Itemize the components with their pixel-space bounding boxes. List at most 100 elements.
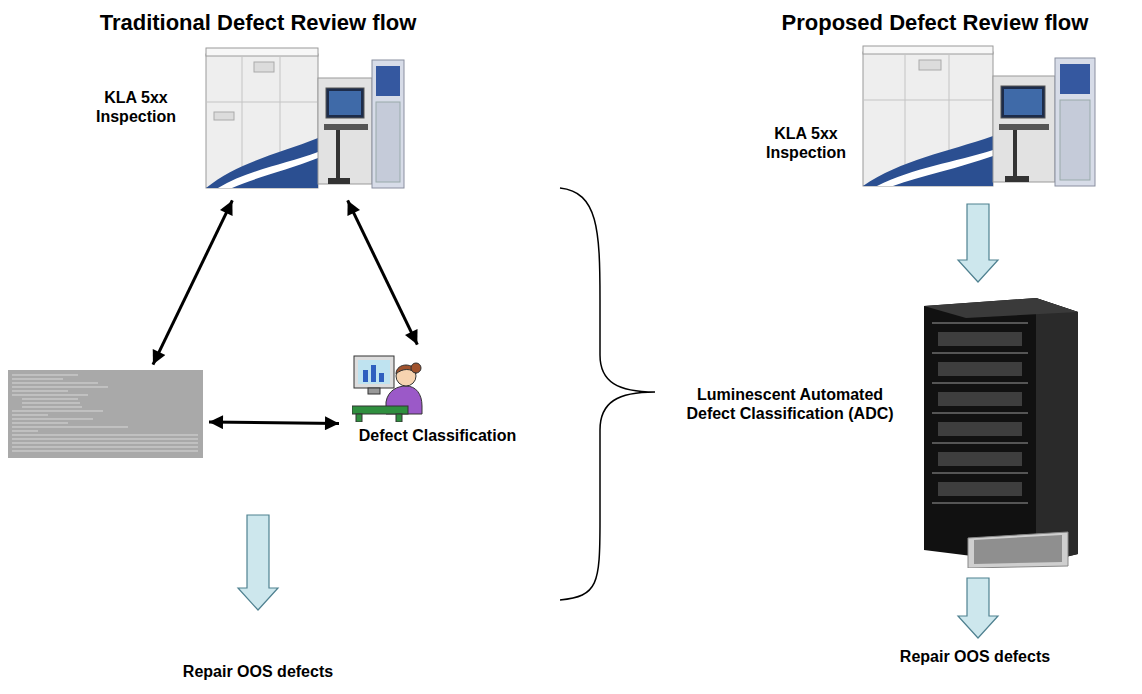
server-rack-part-part <box>932 502 1028 504</box>
text-screenshot-part-part <box>12 439 198 440</box>
inspection-machine-part <box>1055 58 1095 186</box>
double-arrow <box>209 422 339 423</box>
inspection-machine-part <box>1013 130 1017 178</box>
text-screenshot-part-part <box>12 415 48 416</box>
server-rack-part-part <box>932 382 1028 384</box>
inspection-machine-part <box>376 102 400 182</box>
inspection-machine-part <box>254 62 274 72</box>
text-screenshot-part-part <box>12 447 198 448</box>
inspection-machine-part <box>206 54 318 188</box>
server-rack-part-part <box>932 352 1028 354</box>
person-icon-part <box>356 414 362 422</box>
inspection-machine-part <box>999 124 1049 130</box>
text-screenshot-part-part <box>12 443 198 444</box>
inspection-machine-part <box>1005 176 1029 182</box>
inspection-machine-part <box>1001 86 1045 118</box>
inspection-machine-part <box>376 66 400 96</box>
text-screenshot-part-part <box>12 423 68 424</box>
block-arrow <box>238 515 278 610</box>
curly-bracket <box>560 188 655 600</box>
server-rack-part <box>968 532 1068 568</box>
text-screenshot-part-part <box>12 411 103 412</box>
inspection-machine-part <box>206 138 318 188</box>
inspection-machine-part <box>919 60 941 70</box>
server-rack-part-part <box>938 452 1022 466</box>
person-icon-part <box>354 356 394 388</box>
person-icon-part <box>363 370 368 382</box>
text-screenshot-part-part <box>12 451 198 452</box>
server-rack-part <box>924 298 1078 318</box>
person-icon-part <box>411 363 421 373</box>
figure-node: Defect Classification <box>345 350 530 452</box>
person-icon-part <box>379 373 384 382</box>
block-arrow <box>958 204 998 282</box>
figure-node: KLA 5xx Inspection <box>760 40 1105 190</box>
figure-node: Luminescent Automated Defect Classificat… <box>680 290 1090 570</box>
flow-heading: Traditional Defect Review flow <box>100 10 417 36</box>
flow-heading: Proposed Defect Review flow <box>782 10 1089 36</box>
server-rack-part <box>924 298 1078 564</box>
server-rack-part-part <box>932 322 1028 324</box>
text-screenshot-part-part <box>12 435 198 436</box>
server-rack-part-part <box>938 482 1022 496</box>
person-icon-part <box>396 414 402 422</box>
inspection-machine-part <box>1060 100 1090 180</box>
text-screenshot-part-part <box>12 395 88 396</box>
text-screenshot-part <box>12 375 198 451</box>
node-label: KLA 5xx Inspection <box>760 124 852 162</box>
inspection-machine-part <box>993 76 1055 182</box>
double-arrow <box>153 200 232 364</box>
inspection-machine-part <box>863 46 993 54</box>
text-screenshot-part-part <box>22 403 80 404</box>
figure-node: KLA 5xx Inspection <box>90 40 410 195</box>
server-rack-part-part <box>938 422 1022 436</box>
person-icon <box>352 350 424 422</box>
text-node: Repair OOS defects <box>179 660 337 683</box>
inspection-machine-part <box>218 152 318 188</box>
inspection-machine-part <box>1060 64 1090 94</box>
inspection-machine-part <box>336 130 340 180</box>
text-screenshot-part-part <box>12 391 68 392</box>
text-screenshot-part-part <box>12 379 63 380</box>
inspection-machine <box>855 40 1105 190</box>
inspection-machine-part <box>328 178 350 184</box>
text-screenshot-part-part <box>12 383 98 384</box>
server-rack-part-part <box>938 392 1022 406</box>
text-screenshot-part-part <box>12 375 78 376</box>
inspection-machine-part <box>1004 89 1042 115</box>
text-screenshot-part-part <box>12 419 93 420</box>
inspection-machine-part <box>206 48 318 56</box>
text-screenshot-part-part <box>12 387 108 388</box>
node-label: Repair OOS defects <box>183 662 333 681</box>
block-arrow <box>958 578 998 638</box>
figure-node <box>8 370 203 458</box>
inspection-machine-part <box>329 91 361 115</box>
server-rack-part-part <box>938 332 1022 346</box>
server-rack-part <box>938 332 1022 496</box>
text-screenshot-part-part <box>12 427 128 428</box>
node-label: Defect Classification <box>345 426 530 445</box>
inspection-machine-part <box>877 150 993 186</box>
double-arrow <box>348 200 418 344</box>
node-label: KLA 5xx Inspection <box>90 88 182 126</box>
node-label: Luminescent Automated Defect Classificat… <box>680 385 900 423</box>
inspection-machine <box>198 42 410 194</box>
text-node: Repair OOS defects <box>896 645 1054 668</box>
inspection-machine-part <box>863 52 993 186</box>
text-screenshot-part <box>8 370 203 458</box>
text-screenshot <box>8 370 203 458</box>
inspection-machine-part <box>863 100 993 101</box>
inspection-machine-part <box>863 136 993 186</box>
text-screenshot-part-part <box>12 431 38 432</box>
server-rack-part-part <box>932 472 1028 474</box>
server-rack <box>918 292 1084 568</box>
inspection-machine-part <box>214 112 234 120</box>
server-rack-part <box>932 322 1028 504</box>
server-rack-part <box>1036 298 1078 564</box>
inspection-machine-part <box>318 78 372 184</box>
person-icon-part <box>371 365 376 382</box>
person-icon-part <box>358 360 390 384</box>
server-rack-part-part <box>932 412 1028 414</box>
server-rack-part-part <box>932 442 1028 444</box>
server-rack-part-part <box>938 362 1022 376</box>
